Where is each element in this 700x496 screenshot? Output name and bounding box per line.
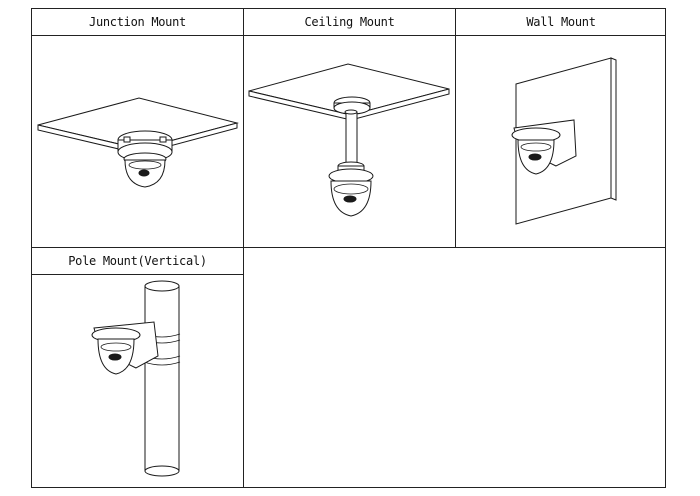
panel-wall-mount: Wall Mount — [456, 9, 667, 247]
wall-mount-illustration — [511, 57, 617, 225]
mount-options-table: Junction Mount Ceiling Mount — [31, 8, 666, 488]
junction-mount-illustration — [37, 97, 239, 188]
grid-divider — [243, 248, 244, 488]
panel-pole-mount-vertical: Pole Mount(Vertical) — [32, 248, 243, 488]
panel-ceiling-mount: Ceiling Mount — [244, 9, 455, 247]
panel-title-pole-mount-vertical: Pole Mount(Vertical) — [32, 248, 243, 275]
grid-divider — [243, 9, 244, 248]
ceiling-mount-illustration — [248, 63, 450, 217]
panel-title-wall-mount: Wall Mount — [456, 9, 666, 36]
grid-divider — [455, 9, 456, 248]
pole-mount-illustration — [91, 280, 181, 477]
panel-title-junction-mount: Junction Mount — [32, 9, 243, 36]
panel-title-ceiling-mount: Ceiling Mount — [244, 9, 455, 36]
panel-junction-mount: Junction Mount — [32, 9, 243, 247]
grid-divider — [32, 247, 666, 248]
